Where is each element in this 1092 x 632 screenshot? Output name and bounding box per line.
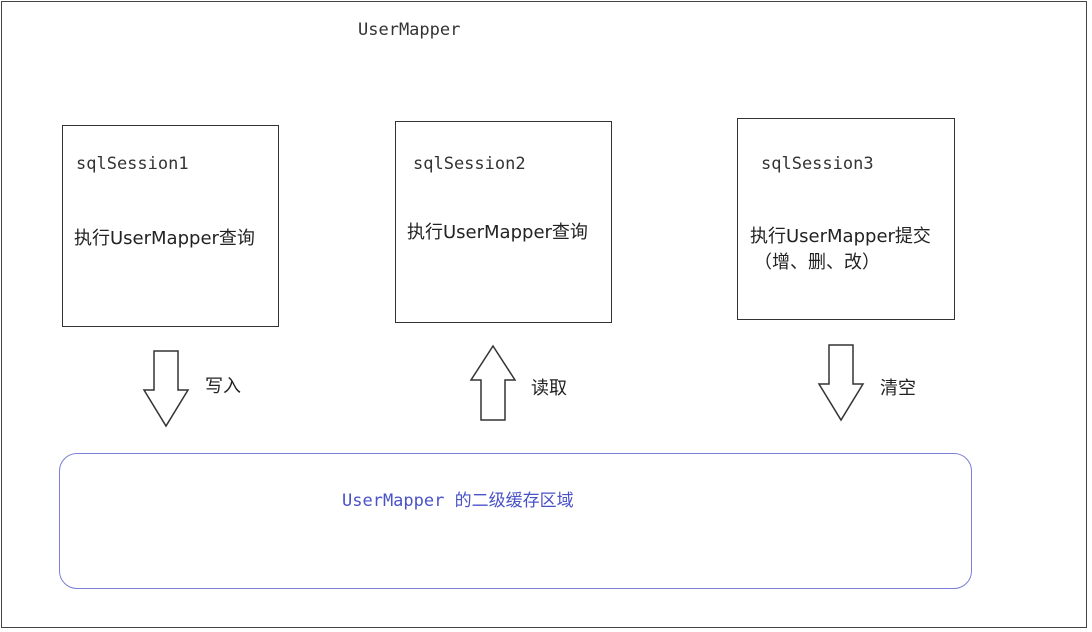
session-name-3: sqlSession3 — [761, 154, 874, 174]
session-action-3: 执行UserMapper提交 — [750, 226, 931, 247]
session-box-1: sqlSession1 执行UserMapper查询 — [62, 125, 279, 327]
session-action-2: 执行UserMapper查询 — [407, 222, 588, 243]
up-arrow-icon — [469, 344, 517, 421]
second-level-cache-area: UserMapper 的二级缓存区域 — [59, 453, 972, 589]
session-name-2: sqlSession2 — [413, 154, 526, 174]
session-name-1: sqlSession1 — [76, 154, 189, 174]
down-arrow-icon — [817, 344, 865, 422]
session-box-3: sqlSession3 执行UserMapper提交 （增、删、改） — [737, 118, 955, 320]
diagram-title: UserMapper — [358, 20, 461, 40]
down-arrow-icon — [142, 350, 190, 428]
arrow-label-read: 读取 — [531, 378, 567, 399]
session-box-2: sqlSession2 执行UserMapper查询 — [395, 121, 612, 323]
session-action-3-line2: （增、删、改） — [754, 252, 880, 273]
arrow-label-clear: 清空 — [880, 378, 916, 399]
session-action-1: 执行UserMapper查询 — [74, 228, 255, 249]
cache-area-label: UserMapper 的二级缓存区域 — [342, 491, 574, 511]
arrow-label-write: 写入 — [205, 376, 241, 397]
